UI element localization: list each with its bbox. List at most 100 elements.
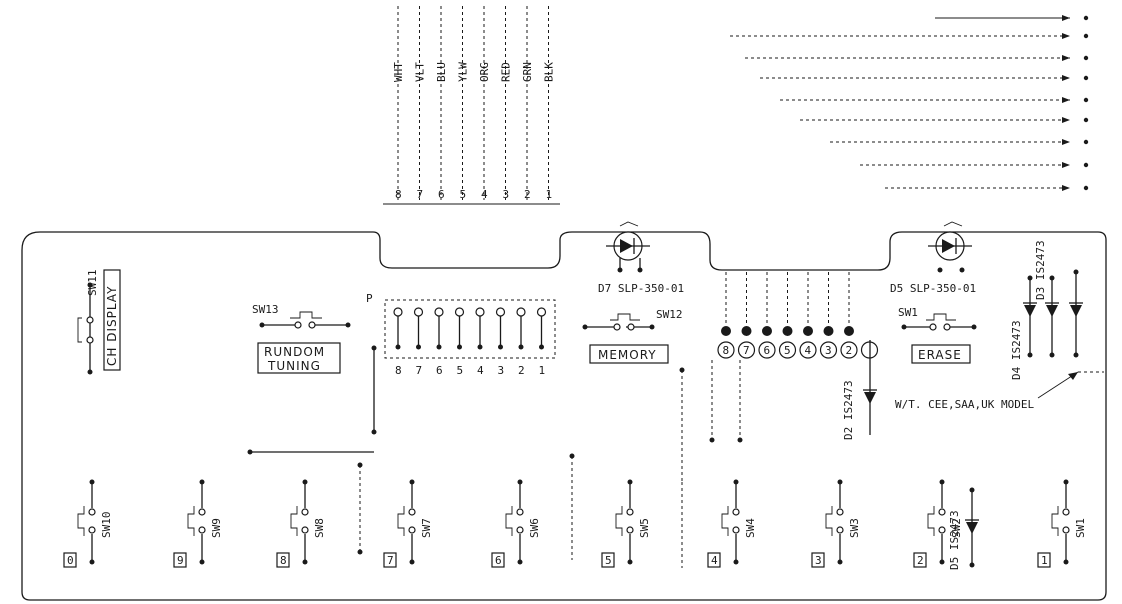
- switch-actuator: [505, 506, 513, 536]
- pin-solder-dot: [823, 326, 834, 336]
- pin-circle-number: 2: [846, 344, 853, 357]
- bottom-switch-key: 1: [1041, 554, 1048, 567]
- pin-circle-number: 4: [805, 344, 812, 357]
- dip-pin-bottom: [539, 344, 544, 350]
- wire-color-label: VLT: [414, 62, 427, 82]
- sw13-label-1: RUNDOM: [264, 345, 325, 359]
- sw12-group[interactable]: SW12 MEMORY: [582, 308, 685, 482]
- bottom-switch-key: 6: [495, 554, 502, 567]
- bottom-switch-name: SW4: [744, 518, 757, 538]
- model-note-text: W/T. CEE,SAA,UK MODEL: [895, 398, 1034, 411]
- bottom-switch[interactable]: SW2 2: [913, 479, 963, 568]
- wire-pin-label: 7: [417, 188, 424, 201]
- wire-pin-label: 5: [460, 188, 467, 201]
- key-box: [383, 552, 397, 568]
- led-d5-label: D5 SLP-350-01: [890, 282, 976, 295]
- bottom-switch-key: 5: [605, 554, 612, 567]
- pin-solder-dot: [803, 326, 813, 336]
- switch-terminal-bottom: [627, 559, 633, 565]
- sw13-label-2: TUNING: [267, 359, 321, 373]
- diode-d4-label: D4 IS2473: [1010, 320, 1023, 380]
- bottom-switch[interactable]: SW6 6: [491, 479, 541, 568]
- switch-contact: [408, 526, 416, 534]
- dip-pin-top: [475, 307, 485, 317]
- switch-contact: [408, 508, 416, 516]
- switch-contact: [836, 526, 844, 534]
- pin-circle-number: 3: [825, 344, 832, 357]
- pin-solder-dot: [721, 326, 731, 336]
- pin-circle-number: 6: [764, 344, 771, 357]
- bottom-switch-name: SW1: [1074, 518, 1087, 538]
- dip-number: 6: [436, 364, 443, 377]
- connector-arrow: [1062, 162, 1070, 168]
- dip-pin-top: [516, 307, 526, 317]
- switch-terminal-top: [517, 479, 523, 485]
- pin-circle: [840, 341, 858, 359]
- model-note: W/T. CEE,SAA,UK MODEL: [895, 371, 1104, 411]
- bottom-switch-key: 2: [917, 554, 924, 567]
- switch-terminal-bottom: [837, 559, 843, 565]
- bottom-switch[interactable]: SW1 1: [1037, 479, 1087, 568]
- switch-actuator: [397, 506, 405, 536]
- wire-pin-label: 2: [524, 188, 531, 201]
- wire-color-label: RED: [500, 62, 513, 82]
- switch-actuator: [927, 506, 935, 536]
- led-d7-label: D7 SLP-350-01: [598, 282, 684, 295]
- pin-circle: [799, 341, 817, 359]
- switch-actuator: [187, 506, 195, 536]
- switch-contact: [198, 508, 206, 516]
- bottom-switch-name: SW6: [528, 518, 541, 538]
- bottom-switch-name: SW9: [210, 518, 223, 538]
- connector-arrow: [1062, 139, 1070, 145]
- switch-contact: [836, 508, 844, 516]
- dip-marker: P: [366, 292, 373, 305]
- sw1-erase-group[interactable]: SW1 ERASE: [898, 306, 977, 364]
- pin-circle-number: 5: [784, 344, 791, 357]
- dip-number: 8: [395, 364, 402, 377]
- wire-color-label: YLW: [457, 62, 470, 82]
- pin-solder-dot: [782, 326, 793, 336]
- dip-pin-bottom: [498, 344, 503, 350]
- bottom-switch-key: 7: [387, 554, 394, 567]
- pin-circle: [819, 341, 838, 359]
- switch-terminal-bottom: [733, 559, 739, 565]
- dip-pin-bottom: [416, 344, 421, 350]
- dip-number: 5: [457, 364, 464, 377]
- sw11-group[interactable]: SW11 CH DISPLAY: [77, 269, 121, 375]
- switch-terminal-bottom: [939, 559, 945, 565]
- internal-wiring: [247, 360, 743, 568]
- wire-pin-label: 6: [438, 188, 445, 201]
- dip-number: 4: [477, 364, 484, 377]
- switch-contact: [88, 526, 96, 534]
- switch-actuator: [77, 506, 85, 536]
- bottom-switch-key: 8: [280, 554, 287, 567]
- sw11-label: CH DISPLAY: [105, 286, 119, 366]
- diode-d5-bottom: D5 IS2473: [948, 487, 979, 570]
- bottom-switch-name: SW2: [950, 518, 963, 538]
- switch-terminal-top: [1063, 479, 1069, 485]
- key-box: [173, 552, 187, 568]
- wire-color-label: BLK: [543, 62, 556, 82]
- diode-d2-label: D2 IS2473: [842, 380, 855, 440]
- switch-terminal-top: [939, 479, 945, 485]
- switch-contact: [88, 508, 96, 516]
- key-box: [276, 552, 290, 568]
- pin-solder-dot: [844, 326, 854, 336]
- dip-pin-bottom: [518, 344, 524, 350]
- sw13-group[interactable]: SW13 RUNDOM TUNING: [252, 303, 351, 374]
- dip-pin-top: [495, 307, 506, 317]
- switch-actuator: [615, 506, 623, 536]
- switch-actuator: [1051, 506, 1059, 536]
- key-box: [913, 552, 927, 568]
- pin-circle: [737, 341, 756, 359]
- switch-terminal-top: [627, 479, 633, 485]
